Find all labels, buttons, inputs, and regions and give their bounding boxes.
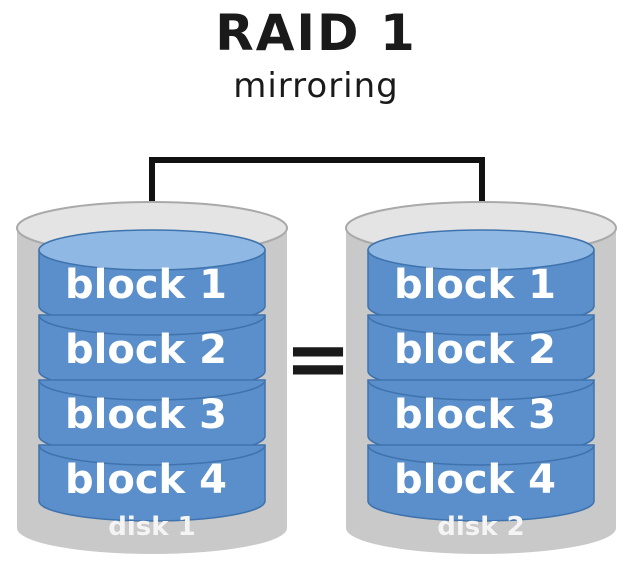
disk-1-block-2-top [38, 314, 266, 336]
disk-1-block-4: block 4 [38, 444, 266, 522]
block-number: 2 [528, 327, 556, 373]
diagram-subtitle: mirroring [233, 66, 399, 106]
disk-1-block-2-label: block 2 [65, 327, 227, 373]
block-word: block [65, 262, 187, 308]
disk-1-block-4-top [38, 444, 266, 466]
disk-1-block-1-label: block 1 [65, 262, 227, 308]
disk-1-blocks: block 1 block 2 block 3 block 4 [38, 229, 266, 522]
disk-2-block-3: block 3 [367, 379, 595, 457]
disk-2-block-3-top [367, 379, 595, 401]
block-word: block [394, 327, 516, 373]
block-word: block [394, 262, 516, 308]
disk-2-blocks: block 1 block 2 block 3 block 4 [367, 229, 595, 522]
block-word: block [65, 392, 187, 438]
disk-2-block-1-label: block 1 [394, 262, 556, 308]
disk-2: block 1 block 2 block 3 block 4 disk 2 [345, 201, 617, 554]
disk-2-block-4-label: block 4 [394, 457, 556, 503]
block-word: block [65, 327, 187, 373]
mirror-connector-line [149, 157, 485, 228]
disk-2-block-1: block 1 [367, 229, 595, 327]
block-word: block [65, 457, 187, 503]
disk-1: block 1 block 2 block 3 block 4 disk 1 [16, 201, 288, 554]
disk-2-block-2-label: block 2 [394, 327, 556, 373]
disk-2-block-4: block 4 [367, 444, 595, 522]
block-number: 3 [528, 392, 556, 438]
disk-1-label: disk 1 [108, 512, 195, 542]
disk-1-block-1: block 1 [38, 229, 266, 327]
disk-1-block-4-side [38, 444, 266, 522]
block-number: 4 [528, 457, 556, 503]
block-number: 1 [199, 262, 227, 308]
block-word: block [394, 392, 516, 438]
block-word: block [394, 457, 516, 503]
equals-sign: = [284, 312, 351, 405]
disk-1-block-3-top [38, 379, 266, 401]
block-number: 3 [199, 392, 227, 438]
block-number: 2 [199, 327, 227, 373]
disk-2-block-4-side [367, 444, 595, 522]
disk-2-block-1-top [367, 229, 595, 271]
disk-2-block-2-top [367, 314, 595, 336]
disk-1-block-1-top [38, 229, 266, 271]
diagram-title: RAID 1 [215, 4, 417, 62]
disk-2-label: disk 2 [437, 512, 524, 542]
block-number: 4 [199, 457, 227, 503]
disk-1-block-4-label: block 4 [65, 457, 227, 503]
disk-2-block-3-label: block 3 [394, 392, 556, 438]
block-number: 1 [528, 262, 556, 308]
disk-1-block-3-label: block 3 [65, 392, 227, 438]
disk-2-block-4-top [367, 444, 595, 466]
